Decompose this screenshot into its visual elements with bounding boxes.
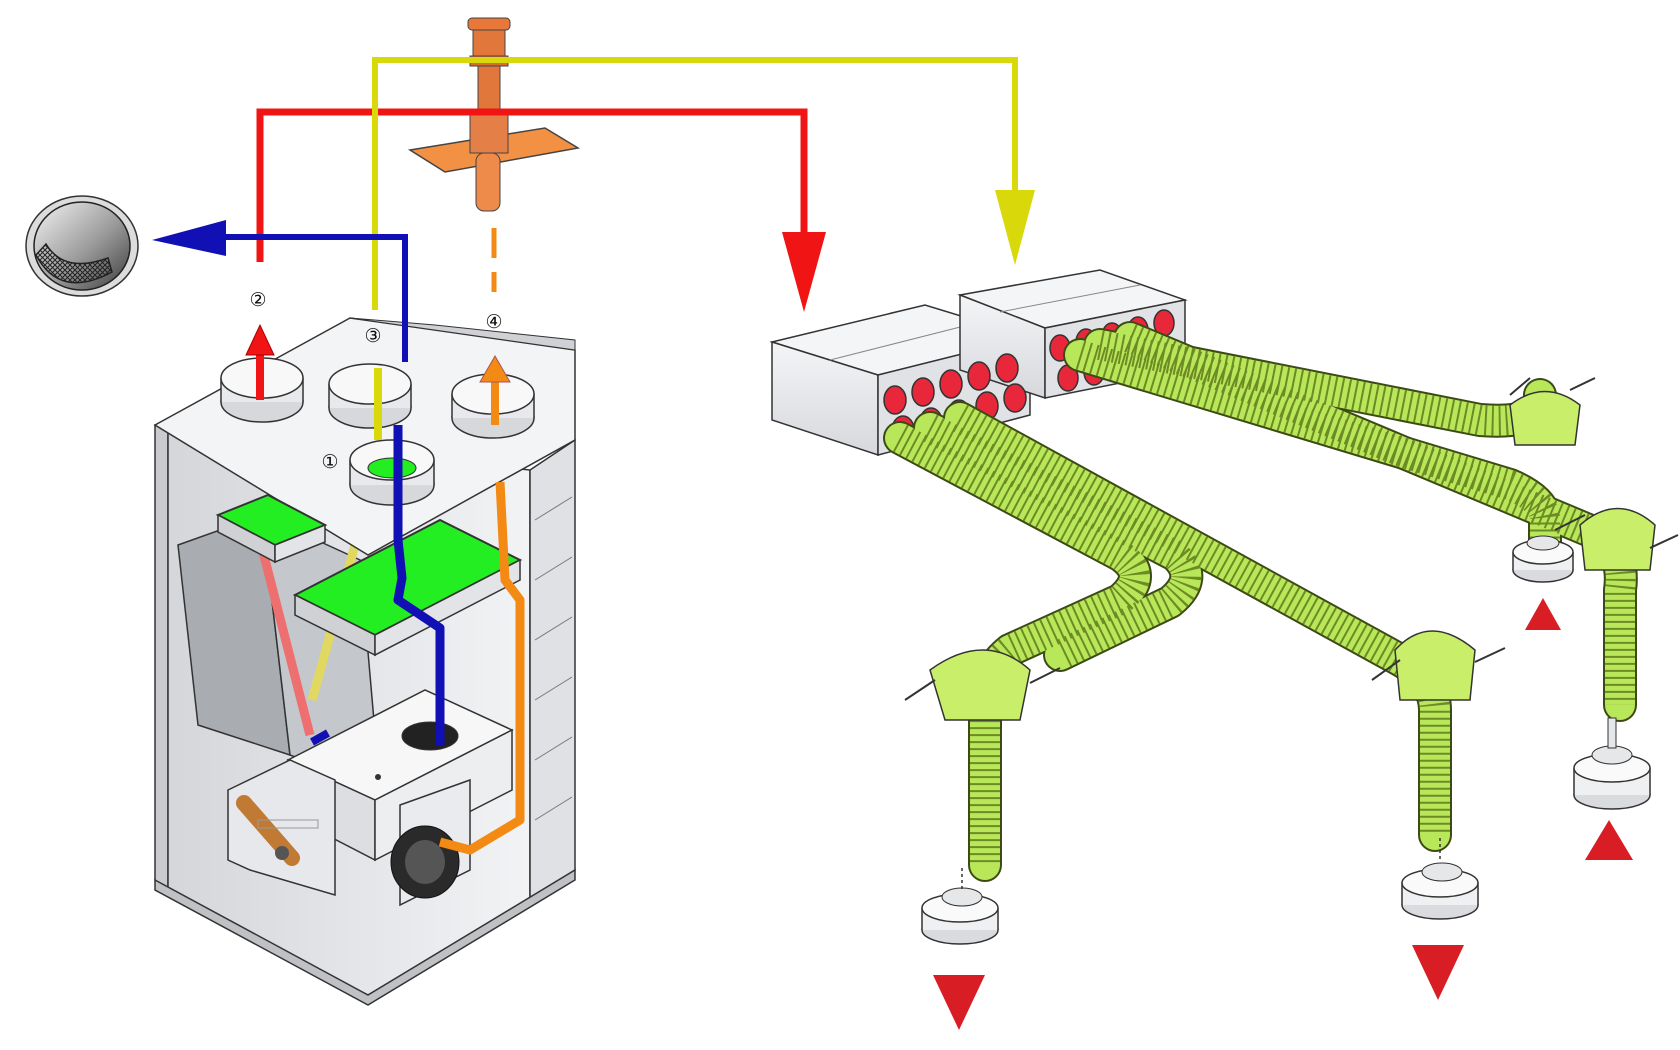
- right-panel-ribs: [534, 496, 573, 821]
- marker-4: ④: [485, 311, 502, 333]
- marker-3: ③: [364, 325, 381, 347]
- arrow-down-2: [1412, 945, 1464, 1000]
- marker-1: ①: [321, 451, 338, 473]
- intake-air-line: [479, 228, 511, 425]
- filter-small: [215, 493, 328, 564]
- supply-air-line: [245, 108, 826, 400]
- spigot-exhaust: [349, 439, 435, 506]
- exhaust-air-line: [152, 220, 408, 362]
- motor-housing: [227, 759, 471, 907]
- extract-air-line: [372, 57, 1035, 440]
- supply-arrowhead: [782, 232, 826, 312]
- ceiling-valve-2: [1401, 838, 1479, 920]
- extract-arrowhead: [995, 190, 1035, 265]
- internal-intake-duct: [438, 481, 525, 855]
- spigot-extract: [328, 363, 412, 429]
- ceiling-valve-3: [1512, 535, 1574, 583]
- ceiling-valve-1: [921, 868, 999, 945]
- arrow-up-4: [1585, 820, 1633, 860]
- marker-2: ②: [249, 289, 266, 311]
- unit-base: [154, 868, 576, 1006]
- svg-text:②: ②: [249, 289, 266, 311]
- supply-up-arrow: [245, 323, 275, 356]
- airflow-arrow-icon: [933, 598, 1633, 1030]
- internal-supply-duct: [255, 538, 315, 737]
- internal-exhaust-duct: [393, 425, 445, 745]
- plenum-boots: [929, 390, 1656, 721]
- boot-brackets: [904, 377, 1679, 701]
- svg-text:③: ③: [364, 325, 381, 347]
- wall-exhaust-grille-icon: [25, 195, 139, 297]
- ceiling-valve-4: [1573, 717, 1651, 810]
- arrow-down-1: [933, 975, 985, 1030]
- unit-side-panel: [154, 424, 169, 898]
- svg-text:④: ④: [485, 311, 502, 333]
- filter-large: [292, 518, 523, 657]
- intake-up-arrow: [479, 354, 511, 383]
- mvhr-unit: [153, 317, 576, 1006]
- arrow-up-3: [1525, 598, 1561, 630]
- exhaust-arrowhead: [152, 220, 226, 256]
- svg-text:①: ①: [321, 451, 338, 473]
